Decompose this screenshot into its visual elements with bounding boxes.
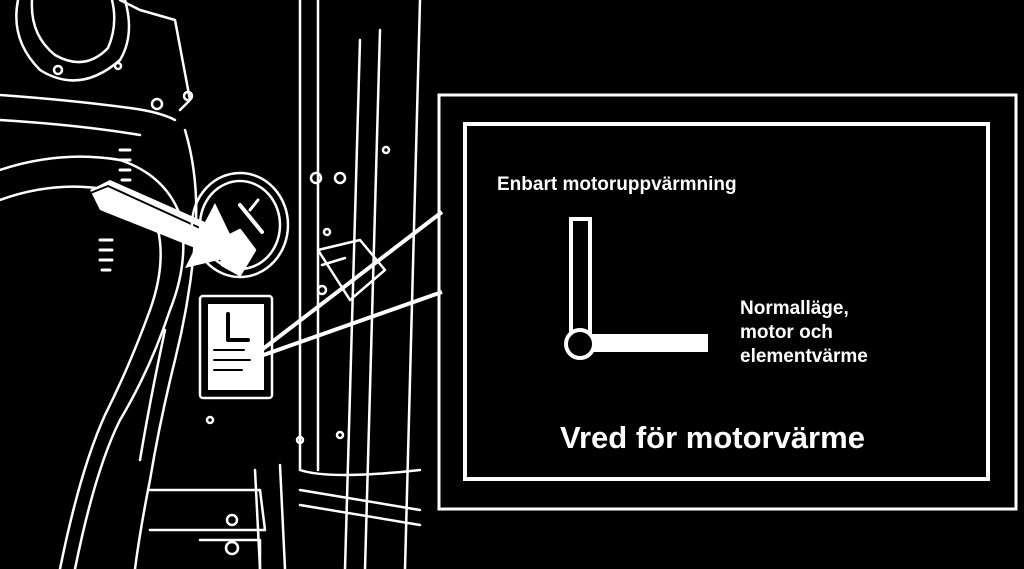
switch-position-symbol: [564, 217, 708, 360]
engine-bay-illustration: [0, 0, 422, 569]
label-callout-frame: [437, 93, 1018, 511]
diagram-caption: Vred för motorvärme: [560, 420, 865, 455]
callout-leader: [253, 210, 444, 360]
position-label-engine-only: Enbart motoruppvärmning: [497, 174, 737, 195]
position-label-normal: Normalläge, motor och elementvärme: [740, 298, 868, 367]
